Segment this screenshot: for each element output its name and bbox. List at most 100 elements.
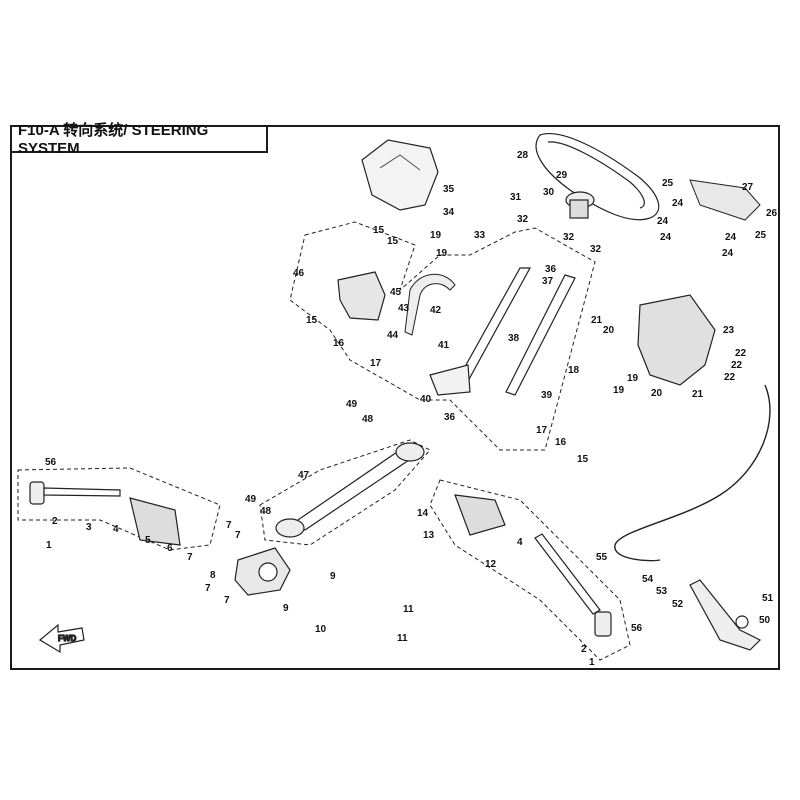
callout-26: 26 — [766, 208, 778, 219]
callout-15: 15 — [306, 315, 318, 326]
callout-21: 21 — [591, 315, 603, 326]
callout-12: 12 — [485, 559, 497, 570]
callout-45: 45 — [390, 287, 402, 298]
fwd-arrow-icon: FWD — [38, 623, 85, 654]
callout-labels: 28 29 30 31 32 32 32 25 27 24 26 24 24 2… — [45, 150, 778, 668]
callout-41: 41 — [438, 340, 450, 351]
diagram-title: F10-A 转向系统/ STEERING SYSTEM — [10, 122, 268, 157]
callout-23: 23 — [723, 325, 735, 336]
callout-53: 53 — [656, 586, 668, 597]
callout-24: 24 — [722, 248, 734, 259]
intermediate-shaft — [275, 442, 425, 538]
tilt-pedal — [689, 579, 762, 651]
callout-2: 2 — [52, 516, 58, 527]
callout-29: 29 — [556, 170, 568, 181]
callout-42: 42 — [430, 305, 442, 316]
callout-15: 15 — [577, 454, 589, 465]
steering-gearbox — [234, 547, 291, 596]
callout-11: 11 — [403, 604, 414, 615]
callout-47: 47 — [298, 470, 310, 481]
tilt-cable — [614, 384, 771, 562]
callout-36: 36 — [444, 412, 456, 423]
callout-40: 40 — [420, 394, 432, 405]
callout-22: 22 — [731, 360, 743, 371]
callout-56: 56 — [631, 623, 643, 634]
left-tierod-group-outline — [17, 467, 221, 551]
callout-6: 6 — [167, 543, 173, 554]
callout-49: 49 — [245, 494, 257, 505]
callout-32: 32 — [517, 214, 529, 225]
callout-27: 27 — [742, 182, 754, 193]
callout-37: 37 — [542, 276, 554, 287]
callout-52: 52 — [672, 599, 684, 610]
callout-39: 39 — [541, 390, 553, 401]
mount-bracket — [337, 271, 386, 321]
callout-36: 36 — [545, 264, 557, 275]
left-tie-rod — [29, 481, 181, 546]
callout-49: 49 — [346, 399, 358, 410]
callout-15: 15 — [387, 236, 399, 247]
callout-22: 22 — [735, 348, 747, 359]
steering-wheel — [535, 133, 660, 221]
callout-13: 13 — [423, 530, 435, 541]
column-housing — [637, 294, 716, 386]
callout-50: 50 — [759, 615, 771, 626]
callout-54: 54 — [642, 574, 654, 585]
callout-8: 8 — [210, 570, 216, 581]
callout-24: 24 — [725, 232, 737, 243]
callout-16: 16 — [555, 437, 567, 448]
callout-43: 43 — [398, 303, 410, 314]
callout-33: 33 — [474, 230, 486, 241]
callout-7: 7 — [235, 530, 241, 541]
callout-10: 10 — [315, 624, 327, 635]
callout-15: 15 — [373, 225, 385, 236]
callout-55: 55 — [596, 552, 608, 563]
callout-24: 24 — [657, 216, 669, 227]
callout-14: 14 — [417, 508, 429, 519]
callout-7: 7 — [187, 552, 193, 563]
callout-19: 19 — [613, 385, 625, 396]
callout-35: 35 — [443, 184, 455, 195]
dash-cover — [361, 139, 439, 211]
callout-20: 20 — [651, 388, 663, 399]
callout-32: 32 — [563, 232, 575, 243]
callout-11: 11 — [397, 633, 408, 644]
callout-51: 51 — [762, 593, 774, 604]
callout-19: 19 — [430, 230, 442, 241]
callout-48: 48 — [260, 506, 272, 517]
hub-trim — [689, 179, 761, 221]
callout-16: 16 — [333, 338, 345, 349]
callout-25: 25 — [755, 230, 767, 241]
drawing-frame — [10, 125, 780, 670]
callout-19: 19 — [627, 373, 639, 384]
callout-34: 34 — [443, 207, 455, 218]
callout-9: 9 — [283, 603, 289, 614]
callout-56: 56 — [45, 457, 57, 468]
callout-48: 48 — [362, 414, 374, 425]
callout-4: 4 — [113, 524, 119, 535]
callout-3: 3 — [86, 522, 92, 533]
callout-7: 7 — [205, 583, 211, 594]
callout-25: 25 — [662, 178, 674, 189]
callout-2: 2 — [581, 644, 587, 655]
callout-7: 7 — [224, 595, 230, 606]
callout-31: 31 — [510, 192, 522, 203]
callout-1: 1 — [589, 657, 595, 668]
right-tierod-group-outline — [429, 479, 631, 661]
callout-1: 1 — [46, 540, 52, 551]
callout-9: 9 — [330, 571, 336, 582]
callout-20: 20 — [603, 325, 615, 336]
callout-38: 38 — [508, 333, 520, 344]
tilt-lever — [404, 273, 456, 336]
callout-24: 24 — [672, 198, 684, 209]
callout-24: 24 — [660, 232, 672, 243]
callout-5: 5 — [145, 535, 151, 546]
callout-46: 46 — [293, 268, 305, 279]
callout-30: 30 — [543, 187, 555, 198]
callout-17: 17 — [370, 358, 382, 369]
callout-4: 4 — [517, 537, 523, 548]
shaft-group-outline — [259, 439, 431, 546]
fwd-label: FWD — [58, 634, 76, 643]
callout-22: 22 — [724, 372, 736, 383]
